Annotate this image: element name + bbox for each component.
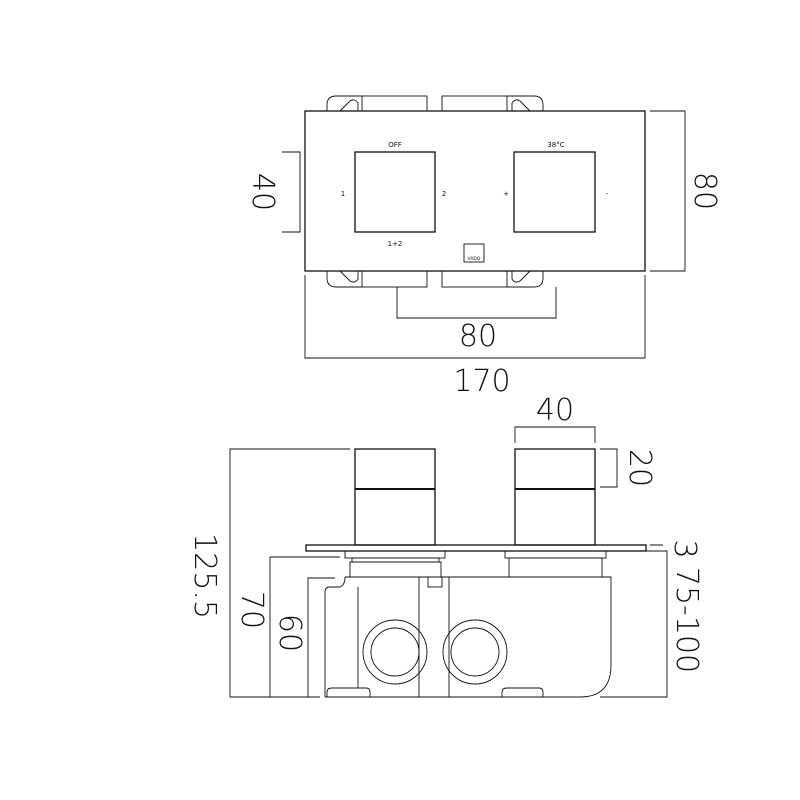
dim-knob-height: 40 (245, 173, 280, 211)
dim-knob-width: 40 (536, 393, 574, 428)
dim-knob-spacing: 80 (459, 319, 497, 354)
diverter-label-1: 1 (341, 190, 345, 198)
vado-logo: VADO (468, 256, 481, 262)
diverter-knob (354, 151, 436, 233)
dim-plate-thickness: 3 (667, 539, 702, 558)
knobs-side (354, 448, 596, 546)
logo-box (463, 243, 485, 263)
faceplate-side (305, 544, 647, 552)
diverter-label-off: OFF (388, 141, 402, 149)
thermostat-knob (513, 151, 596, 233)
dim-plate-width: 170 (453, 364, 510, 399)
dim-body-depth-60: 60 (272, 614, 307, 652)
valve-body (324, 550, 612, 698)
diverter-label-2: 2 (442, 190, 446, 198)
dim-knob-depth: 20 (622, 449, 657, 487)
side-view: 40 20 3 75-100 125.5 70 60 (187, 393, 704, 698)
dim-wall-depth: 75-100 (669, 567, 704, 673)
side-dimension-lines (229, 426, 668, 698)
dim-body-depth-70: 70 (234, 591, 269, 629)
front-view: OFF 1 2 1+2 38°C + - VADO 40 80 80 170 (245, 95, 722, 399)
front-dimension-lines (282, 110, 686, 359)
thermostat-label-minus: - (606, 190, 609, 198)
thermostat-label-plus: + (503, 190, 509, 198)
dim-total-depth: 125.5 (187, 533, 222, 619)
diverter-label-both: 1+2 (388, 240, 403, 248)
faceplate (304, 110, 646, 272)
thermostat-label-temp: 38°C (547, 141, 564, 149)
dim-plate-height: 80 (687, 172, 722, 210)
